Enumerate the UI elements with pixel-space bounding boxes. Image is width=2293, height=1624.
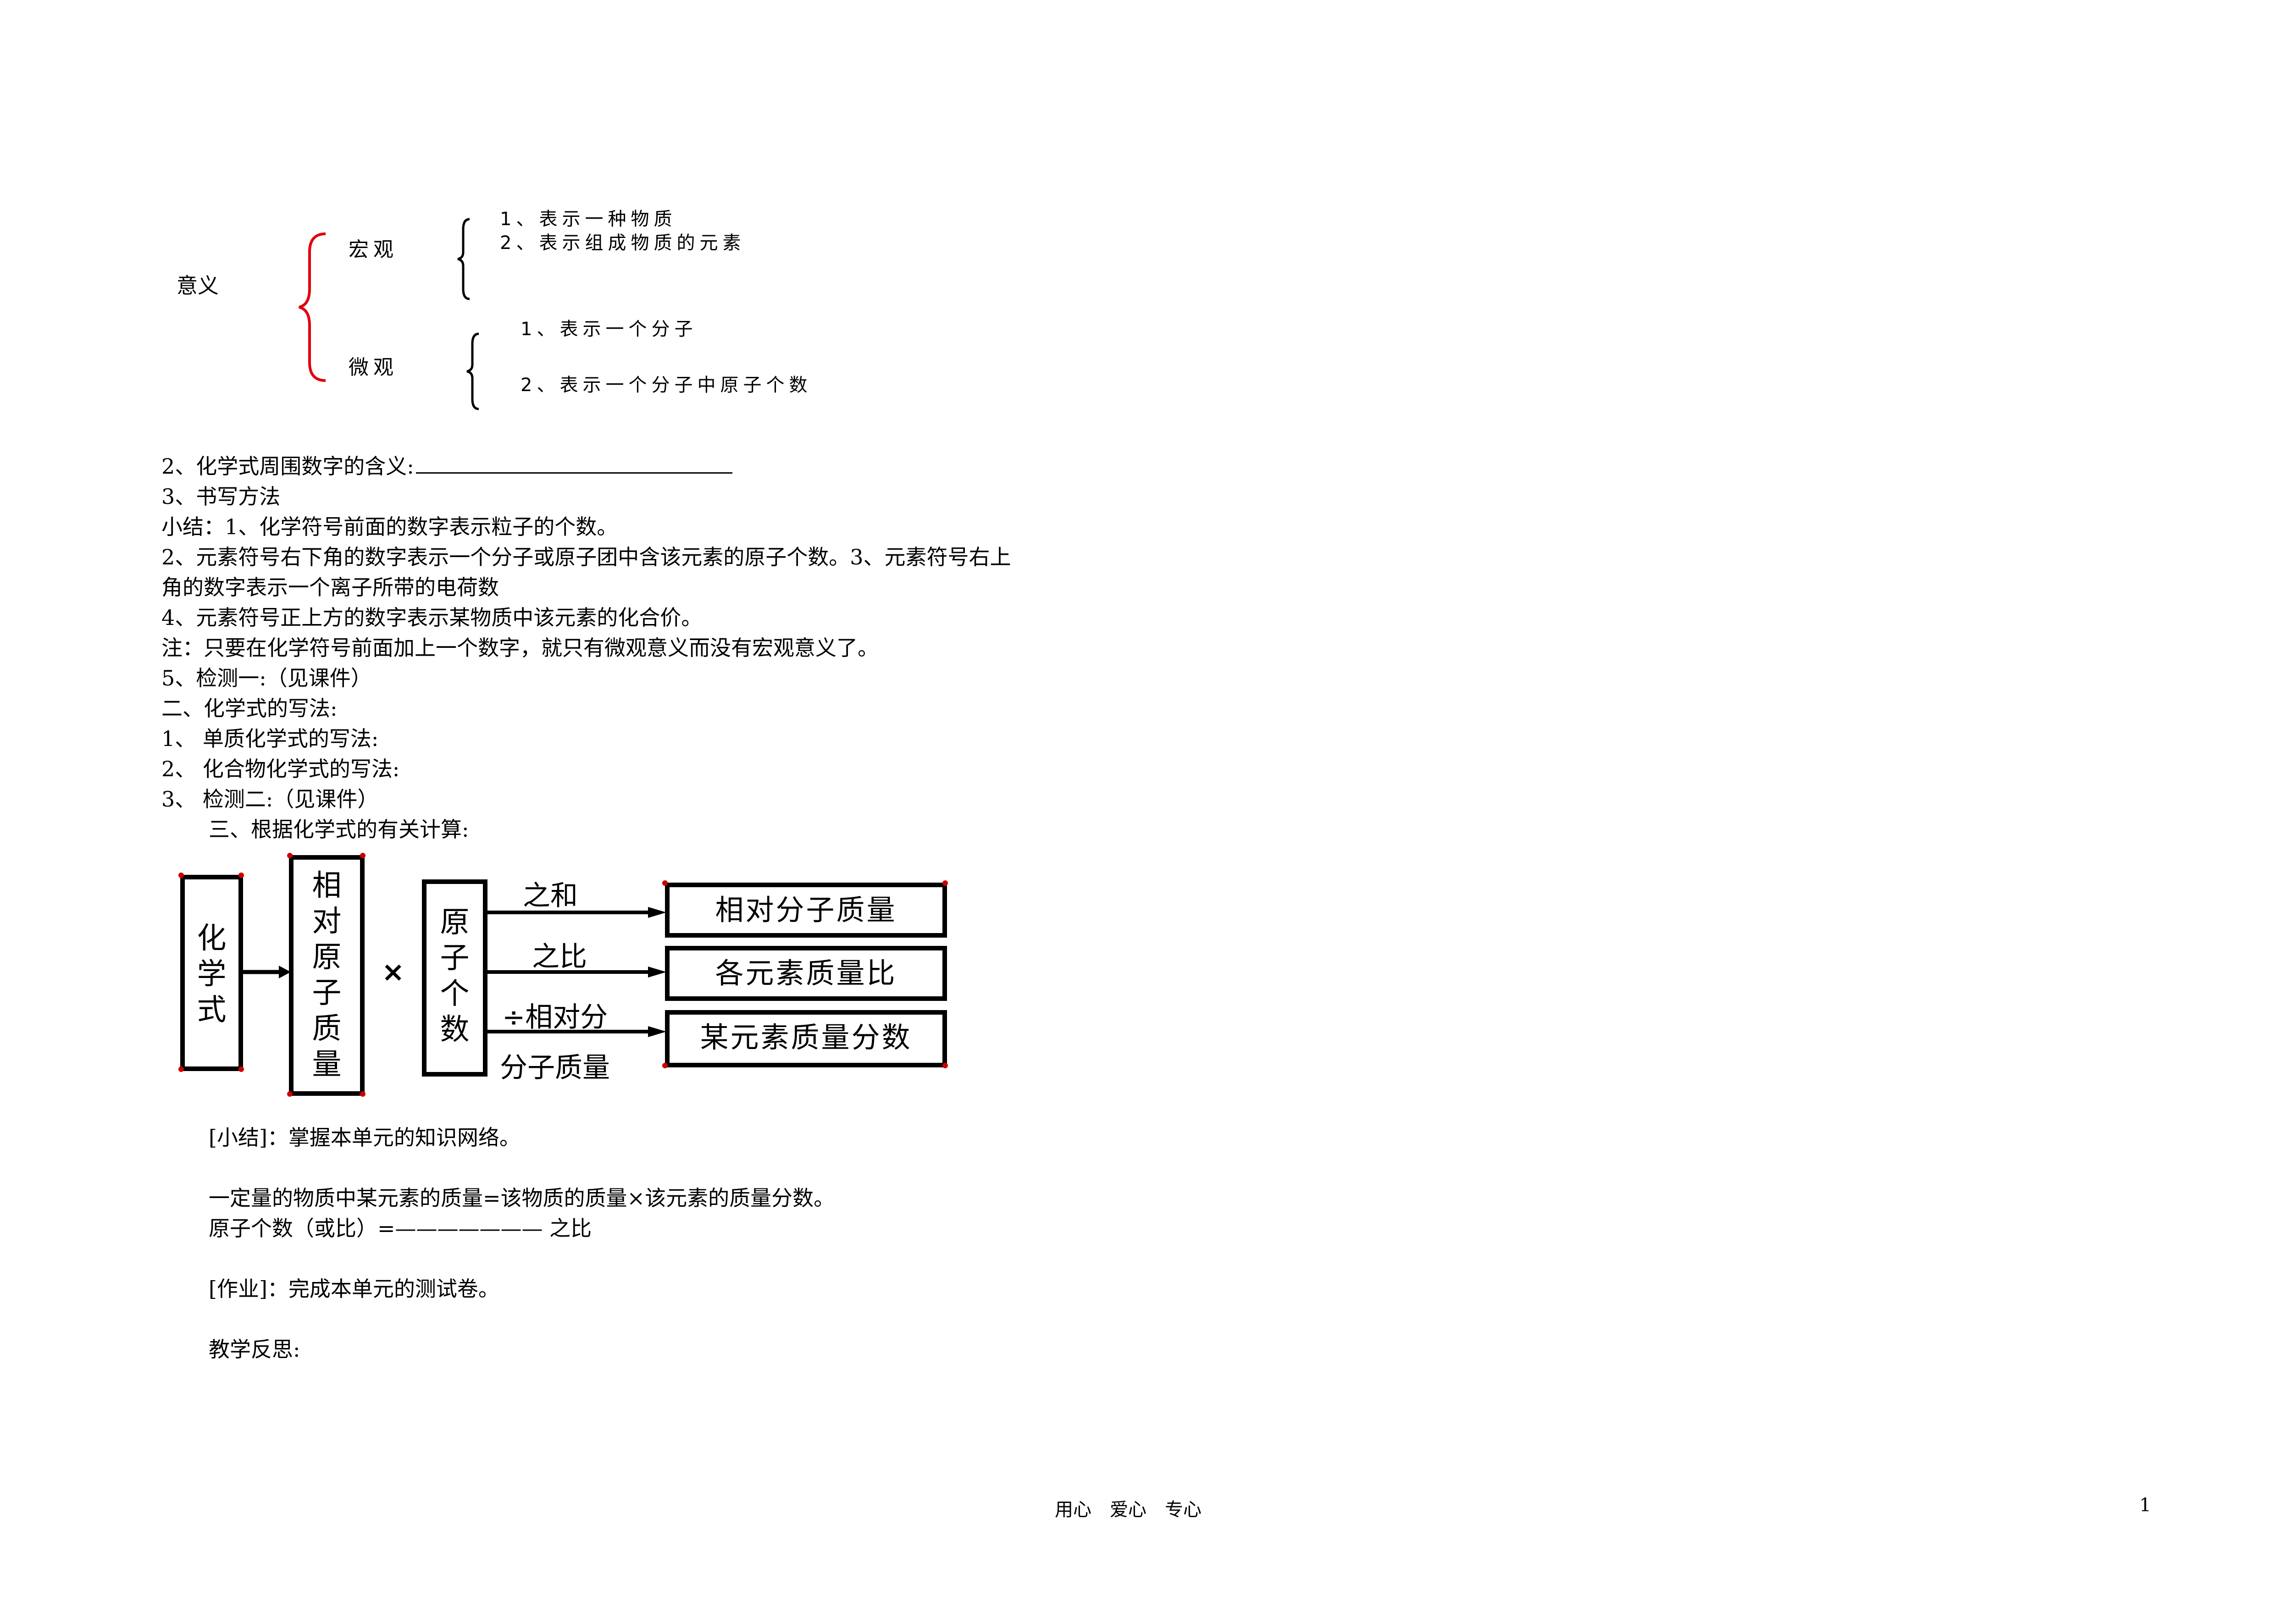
result-1-label: 相对分子质量 <box>715 893 897 927</box>
result-relative-molecular-mass: 相对分子质量 <box>665 883 947 938</box>
corner-dot <box>662 880 668 886</box>
corner-dot <box>238 1066 244 1072</box>
arrow-label-divide: ÷相对分 <box>502 1001 608 1033</box>
box-atom-count-label: 原子个数 <box>440 906 470 1047</box>
box-chemical-formula-label: 化学式 <box>197 922 227 1027</box>
result-element-mass-fraction: 某元素质量分数 <box>665 1010 947 1067</box>
corner-dot <box>178 873 184 878</box>
arrow-label-ratio: 之比 <box>532 941 587 973</box>
macro-label: 宏观 <box>349 238 398 261</box>
text-line-9: 二、化学式的写法: <box>161 696 338 721</box>
micro-brace-icon <box>466 332 479 410</box>
answer-blank <box>415 454 732 474</box>
text-line-11: 2、 化合物化学式的写法: <box>161 757 400 781</box>
corner-dot <box>238 873 244 878</box>
text-line-12: 3、 检测二:（见课件） <box>161 787 379 812</box>
summary-line-3: 原子个数（或比）=——————— 之比 <box>209 1216 592 1241</box>
macro-item-1: 1、表示一种物质 <box>500 209 677 230</box>
micro-item-2: 2、表示一个分子中原子个数 <box>521 375 812 396</box>
text-line-13: 三、根据化学式的有关计算: <box>209 817 469 842</box>
corner-dot <box>360 853 366 858</box>
branch-arrows-icon <box>487 907 666 1037</box>
corner-dot <box>287 853 293 858</box>
corner-dot <box>942 1063 948 1068</box>
footer-motto: 用心 爱心 专心 <box>1055 1499 1202 1520</box>
arrow-label-sum: 之和 <box>523 880 578 912</box>
box-atom-count: 原子个数 <box>422 879 487 1077</box>
corner-dot <box>178 1066 184 1072</box>
text-line-5: 角的数字表示一个离子所带的电荷数 <box>161 575 499 600</box>
text-line-8: 5、检测一:（见课件） <box>161 666 372 690</box>
corner-dot <box>360 1091 366 1097</box>
summary-line-1: [小结]：掌握本单元的知识网络。 <box>209 1125 521 1150</box>
text-line-4: 2、元素符号右下角的数字表示一个分子或原子团中含该元素的原子个数。3、元素符号右… <box>161 545 1011 569</box>
macro-brace-icon <box>457 218 470 300</box>
result-element-mass-ratio: 各元素质量比 <box>665 946 947 1001</box>
box-relative-atomic-mass: 相对原子质量 <box>289 855 365 1096</box>
corner-dot <box>287 1091 293 1097</box>
text-line-2: 3、书写方法 <box>161 484 281 509</box>
text-line-3: 小结：1、化学符号前面的数字表示粒子的个数。 <box>161 514 618 539</box>
corner-dot <box>942 880 948 886</box>
meaning-root: 意义 <box>177 273 219 298</box>
red-brace-icon <box>299 232 326 382</box>
page-number: 1 <box>2139 1495 2151 1516</box>
text-line-10: 1、 单质化学式的写法: <box>161 726 379 751</box>
result-3-label: 某元素质量分数 <box>700 1021 912 1054</box>
corner-dot <box>662 1063 668 1068</box>
text-line-1: 2、化学式周围数字的含义: <box>161 451 732 481</box>
micro-label: 微观 <box>349 356 398 379</box>
box-chemical-formula: 化学式 <box>180 875 243 1071</box>
summary-line-4: [作业]：完成本单元的测试卷。 <box>209 1276 499 1301</box>
result-2-label: 各元素质量比 <box>715 956 897 990</box>
summary-line-5: 教学反思: <box>209 1337 300 1362</box>
text-line-6: 4、元素符号正上方的数字表示某物质中该元素的化合价。 <box>161 605 703 630</box>
times-sign: × <box>382 956 405 988</box>
summary-line-2: 一定量的物质中某元素的质量=该物质的质量×该元素的质量分数。 <box>209 1186 835 1210</box>
arrow-to-box2-icon <box>243 966 291 978</box>
arrow-label-molecular-mass: 分子质量 <box>500 1052 610 1084</box>
box-relative-atomic-mass-label: 相对原子质量 <box>312 869 342 1082</box>
macro-item-2: 2、表示组成物质的元素 <box>500 232 746 254</box>
text-line-7: 注：只要在化学符号前面加上一个数字，就只有微观意义而没有宏观意义了。 <box>161 635 879 660</box>
micro-item-1: 1、表示一个分子 <box>521 319 698 340</box>
